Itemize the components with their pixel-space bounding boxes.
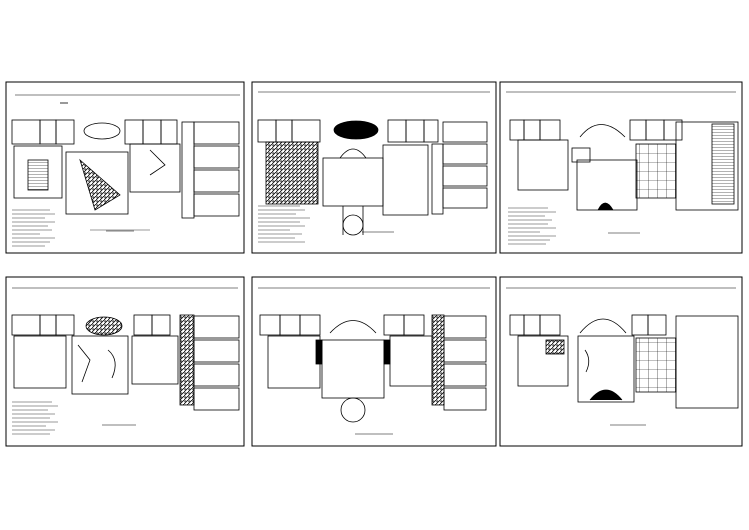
sheet-5	[251, 276, 497, 447]
sheet-1-border	[5, 81, 245, 254]
sheet-2-notes	[258, 205, 310, 243]
sheet-3-notes	[508, 207, 556, 245]
floor-plan-second-variant	[259, 314, 487, 423]
floor-plan-third	[509, 119, 739, 211]
sheet-4	[5, 276, 245, 447]
sheet-6-border	[499, 276, 743, 447]
sheet-4-notes	[12, 401, 58, 435]
sheet-1-notes	[12, 209, 55, 247]
sheet-3-border	[499, 81, 743, 254]
sheet-3	[499, 81, 743, 254]
sheet-4-border	[5, 276, 245, 447]
floor-plan-ground-variant	[11, 314, 240, 411]
sheet-5-border	[251, 276, 497, 447]
sheet-2	[251, 81, 497, 254]
sheet-1	[5, 81, 245, 254]
floor-plan-second	[257, 119, 488, 236]
floor-plan-third-variant	[509, 314, 739, 409]
sheet-2-border	[251, 81, 497, 254]
floor-plan-ground	[11, 119, 240, 219]
sheet-6	[499, 276, 743, 447]
